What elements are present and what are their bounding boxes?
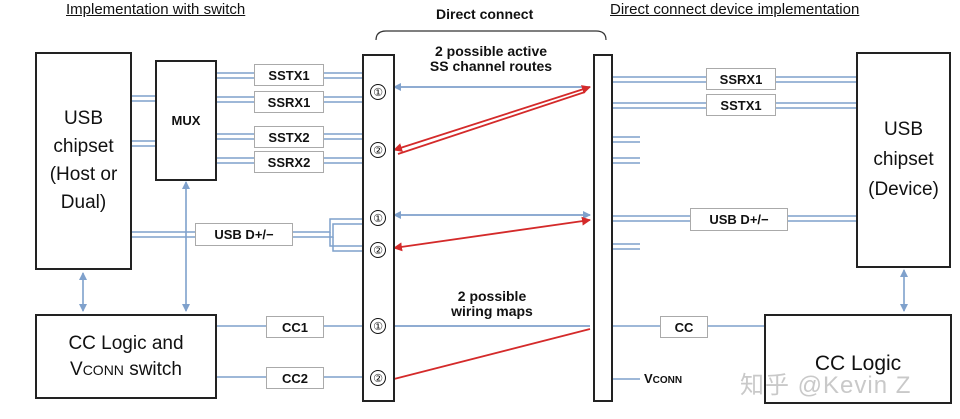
pin-1-usb: ① bbox=[370, 210, 386, 226]
usb-device-chipset-block: USB chipset (Device) bbox=[856, 52, 951, 268]
cc-logic-switch-line2: VCONN switch bbox=[70, 358, 182, 380]
note-wiring-maps: 2 possible wiring maps bbox=[451, 288, 533, 319]
label-cc1: CC1 bbox=[266, 316, 324, 338]
usb-host-chipset-block: USB chipset (Host or Dual) bbox=[35, 52, 132, 270]
header-device-implementation: Direct connect device implementation bbox=[610, 1, 860, 18]
label-sstx1: SSTX1 bbox=[254, 64, 324, 86]
receptacle-right bbox=[593, 54, 613, 402]
label-usb-dpm-left: USB D+/− bbox=[195, 223, 293, 246]
cc-logic-block: CC Logic bbox=[764, 314, 952, 404]
pin-2-cc: ② bbox=[370, 370, 386, 386]
pin-2-ss: ② bbox=[370, 142, 386, 158]
note-ss-routes: 2 possible active SS channel routes bbox=[429, 43, 553, 74]
cc-logic-switch-line1: CC Logic and bbox=[68, 332, 184, 354]
label-cc2: CC2 bbox=[266, 367, 324, 389]
mux-block: MUX bbox=[155, 60, 217, 181]
label-ssrx1: SSRX1 bbox=[254, 91, 324, 113]
pin-1-cc: ① bbox=[370, 318, 386, 334]
direct-connect-bracket bbox=[375, 30, 607, 41]
label-device-ssrx1: SSRX1 bbox=[706, 68, 776, 90]
watermark: 知乎 @Kevin Z bbox=[740, 372, 912, 399]
label-ssrx2: SSRX2 bbox=[254, 151, 324, 173]
header-implementation-switch: Implementation with switch bbox=[66, 1, 246, 18]
vconn-label: VCONN bbox=[644, 371, 683, 386]
cc-logic-switch-block: CC Logic and VCONN switch bbox=[35, 314, 217, 399]
receptacle-left bbox=[362, 54, 395, 402]
label-usb-dpm-right: USB D+/− bbox=[690, 208, 788, 231]
pin-1-ss: ① bbox=[370, 84, 386, 100]
label-device-cc: CC bbox=[660, 316, 708, 338]
vertical-arrows bbox=[79, 181, 908, 312]
pin-2-usb: ② bbox=[370, 242, 386, 258]
label-device-sstx1: SSTX1 bbox=[706, 94, 776, 116]
red-route-arrows bbox=[393, 85, 591, 380]
header-direct-connect: Direct connect bbox=[436, 6, 534, 22]
label-sstx2: SSTX2 bbox=[254, 126, 324, 148]
